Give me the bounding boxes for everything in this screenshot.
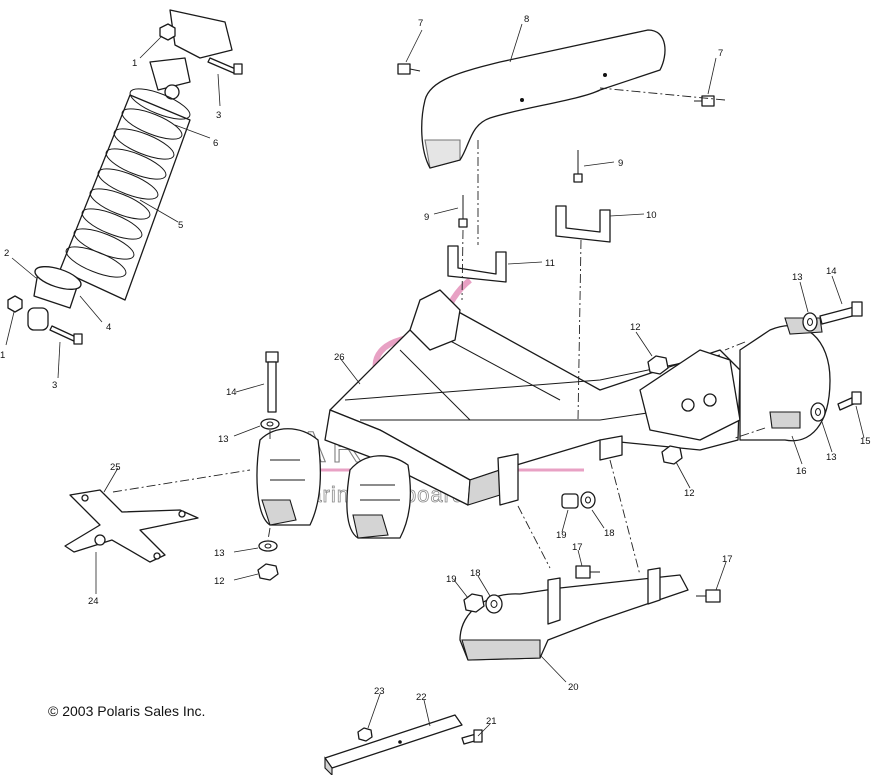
bolt-15 [837,391,862,411]
callout-labels: 1 1 2 3 3 4 5 6 7 7 8 9 9 10 11 12 12 12… [0,14,871,727]
leader-lines [5,23,865,737]
push-rivet-upper [573,150,583,183]
rear-side-cover [739,317,831,442]
callout-19-center: 19 [556,530,567,541]
callout-1-bottom: 1 [0,350,5,361]
nut-12-center [647,355,669,375]
callout-18-lower: 18 [470,568,481,579]
coil-spring [59,88,191,301]
left-skid-mount-front [256,428,322,526]
callout-18-center: 18 [604,528,615,539]
shock-nut-lower [7,295,23,313]
washer-13-left-lower [258,540,278,552]
callout-4: 4 [106,322,111,333]
callout-13-left-upper: 13 [218,434,229,445]
left-skid-mount-rear [346,455,412,539]
rear-upper-cover [421,29,666,169]
spacer-19-center [561,493,579,509]
push-rivet-lower [458,195,468,228]
assembly-lines [112,87,766,576]
callout-17-left: 17 [572,542,583,553]
callout-19-lower: 19 [446,574,457,585]
callout-24: 24 [88,596,99,607]
nut-12-left [257,563,279,581]
callout-9-right: 9 [618,158,623,169]
shock-bolt-upper [207,57,243,75]
callout-23: 23 [374,686,385,697]
cover-bolt-left [397,63,421,75]
callout-13-left-lower: 13 [214,548,225,559]
nut-19-lower [463,593,485,613]
cross-plate [64,489,199,563]
shock-top-bushing [164,84,180,100]
callout-15: 15 [860,436,871,447]
callout-21: 21 [486,716,497,727]
callout-13-right-upper: 13 [792,272,803,283]
callout-25: 25 [110,462,121,473]
washer-13-right-upper [802,312,818,332]
callout-6: 6 [213,138,218,149]
callout-10: 10 [646,210,657,221]
cover-bolt-right [694,95,715,107]
callout-12-lower: 12 [684,488,695,499]
nut-23 [357,727,373,742]
long-bolt-14-right [819,301,863,325]
callout-7-left: 7 [418,18,423,29]
callout-16: 16 [796,466,807,477]
washer-13-left-upper [260,418,280,430]
callout-9-left: 9 [424,212,429,223]
upper-shock-eye [149,57,191,91]
washer-18-center [580,491,596,509]
callout-3-bottom: 3 [52,380,57,391]
callout-13-right-lower: 13 [826,452,837,463]
lower-skid-bracket [459,567,689,661]
shock-nut-upper [159,23,176,41]
callout-12-upper: 12 [630,322,641,333]
callout-17-right: 17 [722,554,733,565]
callout-14-right: 14 [826,266,837,277]
bolt-21 [461,729,483,745]
bolt-17-right [696,589,721,603]
bottom-bar [324,714,463,775]
washer-13-right-lower [810,402,826,422]
callout-1-top: 1 [132,58,137,69]
callout-8: 8 [524,14,529,25]
copyright-notice: © 2003 Polaris Sales Inc. [48,703,206,719]
long-bolt-14-left [265,351,279,413]
callout-2: 2 [4,248,9,259]
shock-bolt-lower [49,325,83,345]
callout-7-right: 7 [718,48,723,59]
callout-14-left: 14 [226,387,237,398]
clip-bracket-11 [447,245,507,283]
upper-shock-mount [169,9,233,59]
nut-12-lower [661,445,683,465]
callout-12-left: 12 [214,576,225,587]
callout-11: 11 [545,258,555,269]
callout-5: 5 [178,220,183,231]
clip-bracket-10 [555,205,611,243]
callout-26: 26 [334,352,345,363]
callout-3-top: 3 [216,110,221,121]
spring-seat [34,266,82,290]
shock-absorber-assembly [7,9,243,345]
washer-18-lower [485,594,503,614]
rear-frame-assembly [324,289,741,506]
bolt-17-left [575,565,600,579]
lower-shock-eye [27,307,49,331]
callout-20: 20 [568,682,579,693]
callout-22: 22 [416,692,427,703]
